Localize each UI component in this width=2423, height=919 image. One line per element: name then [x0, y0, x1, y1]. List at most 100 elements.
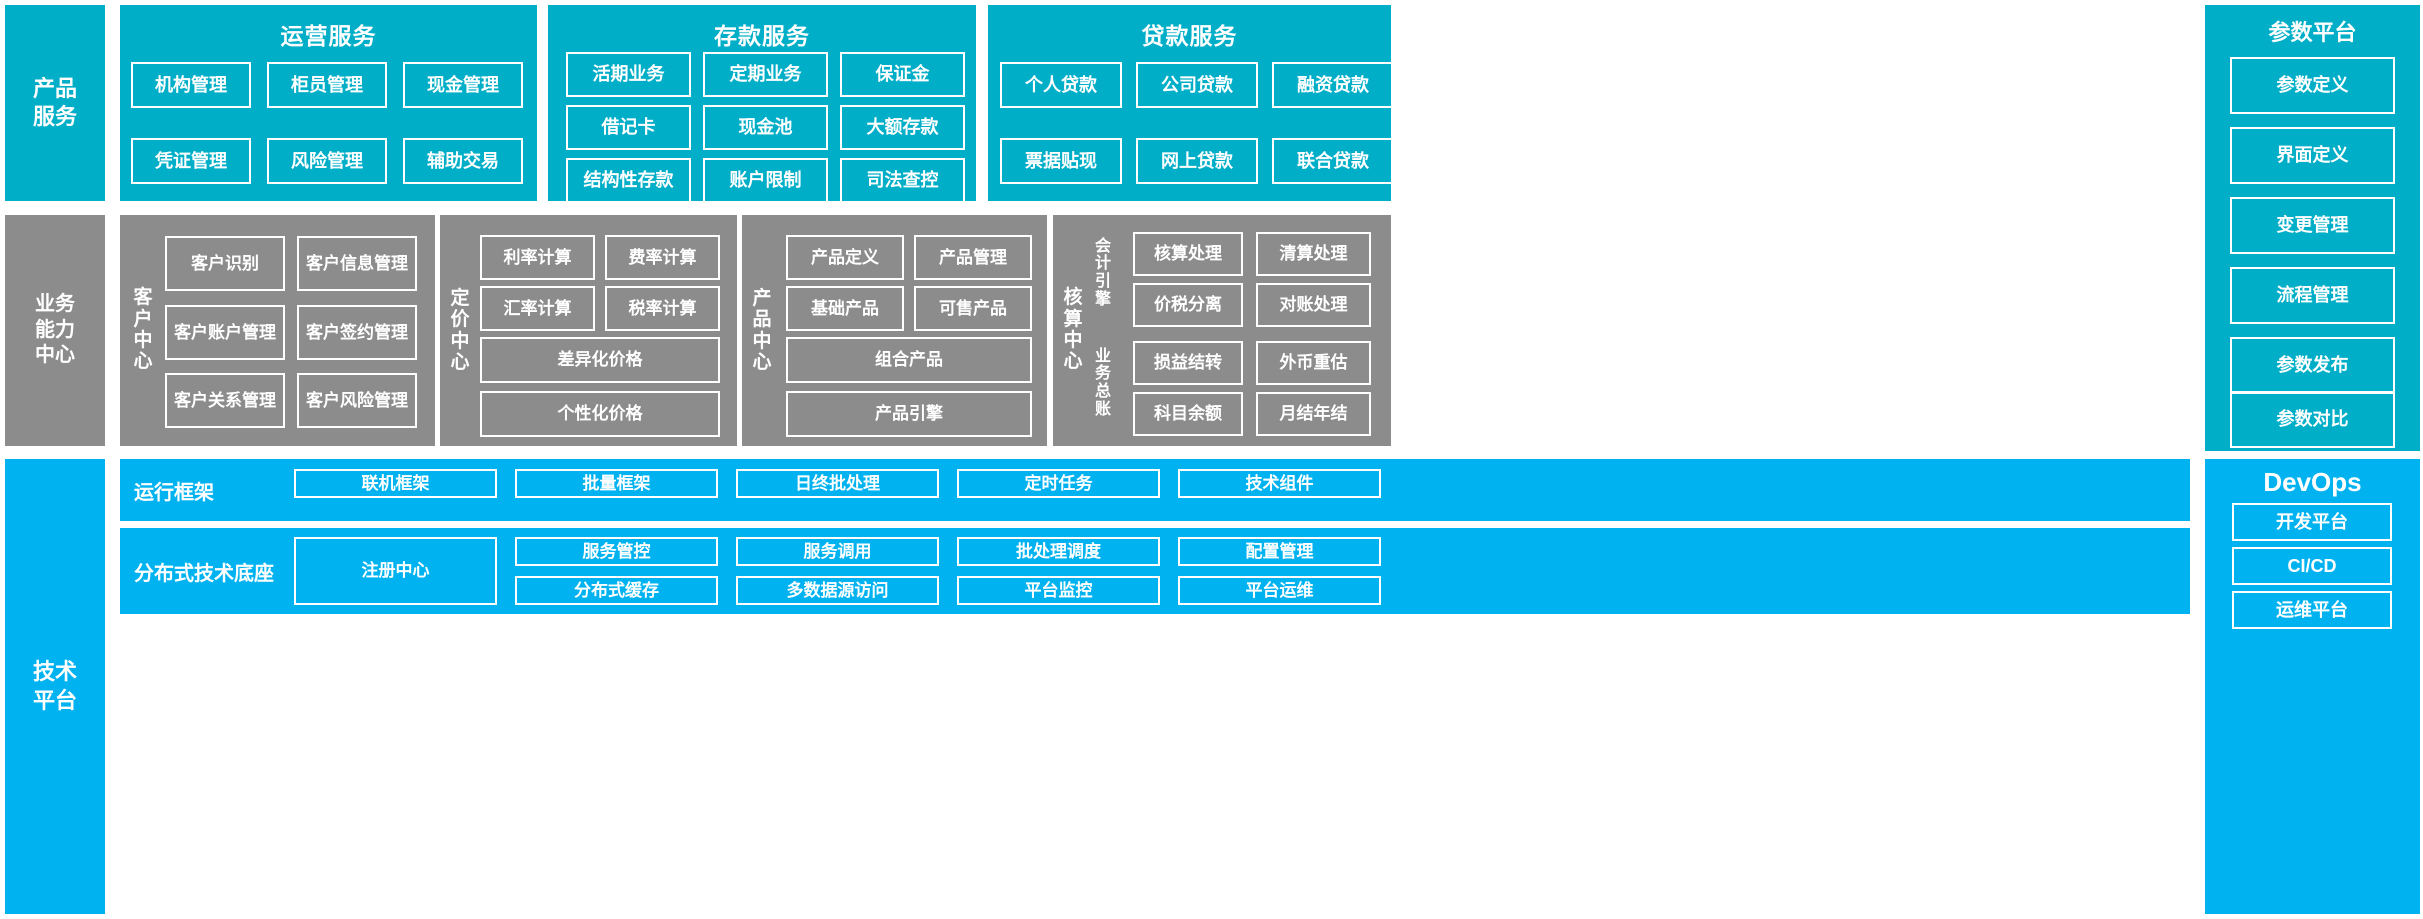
tile-cash-management[interactable]: 现金管理: [403, 62, 523, 108]
tile-sellable-product[interactable]: 可售产品: [914, 286, 1032, 331]
center-label-customer-c3: 中: [133, 330, 153, 351]
center-label-accounting-c4: 心: [1063, 351, 1083, 373]
center-label-product: 产 品 中 心: [748, 263, 776, 398]
tile-tax-rate-calc[interactable]: 税率计算: [605, 286, 720, 331]
tile-config-management[interactable]: 配置管理: [1178, 537, 1381, 566]
tile-accounting-process[interactable]: 核算处理: [1133, 232, 1243, 276]
tile-customer-identification[interactable]: 客户识别: [165, 236, 285, 291]
sidebar-item-param-compare[interactable]: 参数对比: [2230, 391, 2395, 448]
tile-batch-framework[interactable]: 批量框架: [515, 469, 718, 498]
tile-bill-discount[interactable]: 票据贴现: [1000, 138, 1122, 184]
tile-margin-deposit[interactable]: 保证金: [840, 52, 965, 97]
tile-product-engine[interactable]: 产品引擎: [786, 391, 1032, 437]
tile-customer-info-management[interactable]: 客户信息管理: [297, 236, 417, 291]
center-label-pricing-c2: 价: [450, 309, 470, 331]
tile-cash-pool[interactable]: 现金池: [703, 105, 828, 150]
tile-tech-component[interactable]: 技术组件: [1178, 469, 1381, 498]
tile-interest-rate-calc[interactable]: 利率计算: [480, 235, 595, 280]
tile-customer-contract-management[interactable]: 客户签约管理: [297, 305, 417, 360]
tile-online-framework[interactable]: 联机框架: [294, 469, 497, 498]
tile-combined-product[interactable]: 组合产品: [786, 337, 1032, 383]
tile-org-management[interactable]: 机构管理: [131, 62, 251, 108]
tile-auxiliary-transaction[interactable]: 辅助交易: [403, 138, 523, 184]
tile-price-tax-separation[interactable]: 价税分离: [1133, 283, 1243, 327]
tile-fee-rate-calc[interactable]: 费率计算: [605, 235, 720, 280]
center-label-customer-c2: 户: [133, 308, 153, 330]
sidebar-item-cicd[interactable]: CI/CD: [2232, 547, 2392, 585]
tile-structured-deposit[interactable]: 结构性存款: [566, 158, 691, 203]
sidebar-item-dev-platform[interactable]: 开发平台: [2232, 503, 2392, 541]
tile-reconciliation-process[interactable]: 对账处理: [1256, 283, 1371, 327]
tile-scheduled-task[interactable]: 定时任务: [957, 469, 1160, 498]
sidebar-title-devops: DevOps: [2263, 467, 2362, 497]
tile-exchange-rate-calc[interactable]: 汇率计算: [480, 286, 595, 331]
tile-foreign-currency-revaluation[interactable]: 外币重估: [1256, 341, 1371, 385]
layer-label-product-service: 产品 服务: [5, 5, 105, 201]
center-label-product-c3: 中: [752, 330, 772, 352]
sidebar-item-param-release[interactable]: 参数发布: [2230, 337, 2395, 394]
tile-service-invocation[interactable]: 服务调用: [736, 537, 939, 566]
tile-settlement-process[interactable]: 清算处理: [1256, 232, 1371, 276]
row-distributed-tech-base: 分布式技术底座 注册中心 服务管控 服务调用 批处理调度 配置管理 分布式缓存 …: [120, 528, 2190, 614]
layer-label-tp-line-1: 技术: [32, 659, 77, 685]
tile-large-deposit[interactable]: 大额存款: [840, 105, 965, 150]
sidebar-title-param-platform: 参数平台: [2268, 20, 2357, 45]
sidebar-item-change-management[interactable]: 变更管理: [2230, 197, 2395, 254]
tile-eod-batch-process[interactable]: 日终批处理: [736, 469, 939, 498]
center-customer: 客 户 中 心 客户识别 客户信息管理 客户账户管理 客户签约管理 客户关系管理…: [120, 215, 435, 446]
tile-personalized-price[interactable]: 个性化价格: [480, 391, 720, 437]
center-pricing: 定 价 中 心 利率计算 费率计算 汇率计算 税率计算 差异化价格 个性化价格: [440, 215, 737, 446]
tile-product-management[interactable]: 产品管理: [914, 235, 1032, 280]
tile-profit-loss-carryover[interactable]: 损益结转: [1133, 341, 1243, 385]
sidebar-item-process-management[interactable]: 流程管理: [2230, 267, 2395, 324]
row-label-distributed-tech-base: 分布式技术底座: [134, 562, 274, 585]
tile-demand-business[interactable]: 活期业务: [566, 52, 691, 97]
center-label-accounting-c1: 核: [1063, 287, 1083, 309]
tile-corporate-loan[interactable]: 公司贷款: [1136, 62, 1258, 108]
tile-voucher-management[interactable]: 凭证管理: [131, 138, 251, 184]
tile-teller-management[interactable]: 柜员管理: [267, 62, 387, 108]
tile-differential-price[interactable]: 差异化价格: [480, 337, 720, 383]
tile-service-governance[interactable]: 服务管控: [515, 537, 718, 566]
tile-account-restriction[interactable]: 账户限制: [703, 158, 828, 203]
tile-platform-monitoring[interactable]: 平台监控: [957, 576, 1160, 605]
center-label-customer: 客 户 中 心: [128, 260, 158, 400]
group-deposit-service: 存款服务 活期业务 定期业务 保证金 借记卡 现金池 大额存款 结构性存款 账户…: [548, 5, 976, 203]
center-label-accounting-c3: 中: [1063, 330, 1083, 351]
center-label-product-c1: 产: [752, 287, 772, 309]
tile-debit-card[interactable]: 借记卡: [566, 105, 691, 150]
group-title-operations: 运营服务: [280, 23, 377, 49]
tile-subject-balance[interactable]: 科目余额: [1133, 392, 1243, 436]
tile-basic-product[interactable]: 基础产品: [786, 286, 904, 331]
tile-month-year-end-close[interactable]: 月结年结: [1256, 392, 1371, 436]
tile-platform-ops[interactable]: 平台运维: [1178, 576, 1381, 605]
layer-label-bc-line-1: 业务: [35, 293, 75, 316]
tile-customer-relation-management[interactable]: 客户关系管理: [165, 373, 285, 428]
tile-personal-loan[interactable]: 个人贷款: [1000, 62, 1122, 108]
tile-multi-datasource-access[interactable]: 多数据源访问: [736, 576, 939, 605]
center-label-pricing-c3: 中: [450, 330, 470, 352]
tile-distributed-cache[interactable]: 分布式缓存: [515, 576, 718, 605]
tile-time-business[interactable]: 定期业务: [703, 52, 828, 97]
sidebar-item-param-definition[interactable]: 参数定义: [2230, 57, 2395, 114]
center-accounting: 核 算 中 心 会 计 引 擎 业 务 总 账 核算处理 清算处理 价税分离 对…: [1053, 215, 1391, 446]
subgroup-label-ae-c4: 擎: [1094, 290, 1111, 308]
tile-product-definition[interactable]: 产品定义: [786, 235, 904, 280]
tile-customer-risk-management[interactable]: 客户风险管理: [297, 373, 417, 428]
tile-online-loan[interactable]: 网上贷款: [1136, 138, 1258, 184]
subgroup-label-ae-c2: 计: [1094, 255, 1111, 273]
tile-judicial-control[interactable]: 司法查控: [840, 158, 965, 203]
sidebar-item-ui-definition[interactable]: 界面定义: [2230, 127, 2395, 184]
sidebar-item-ops-platform[interactable]: 运维平台: [2232, 591, 2392, 629]
tile-financing-loan[interactable]: 融资贷款: [1272, 62, 1394, 108]
tile-registry-center[interactable]: 注册中心: [294, 537, 497, 605]
tile-batch-scheduling[interactable]: 批处理调度: [957, 537, 1160, 566]
layer-label-line-1: 产品: [32, 75, 77, 101]
tile-risk-management[interactable]: 风险管理: [267, 138, 387, 184]
group-title-deposit: 存款服务: [714, 23, 810, 49]
tile-customer-account-management[interactable]: 客户账户管理: [165, 305, 285, 360]
group-operations-service: 运营服务 机构管理 柜员管理 现金管理 凭证管理 风险管理 辅助交易: [120, 5, 537, 201]
tile-syndicated-loan[interactable]: 联合贷款: [1272, 138, 1394, 184]
layer-label-bc-line-3: 中心: [35, 344, 75, 367]
